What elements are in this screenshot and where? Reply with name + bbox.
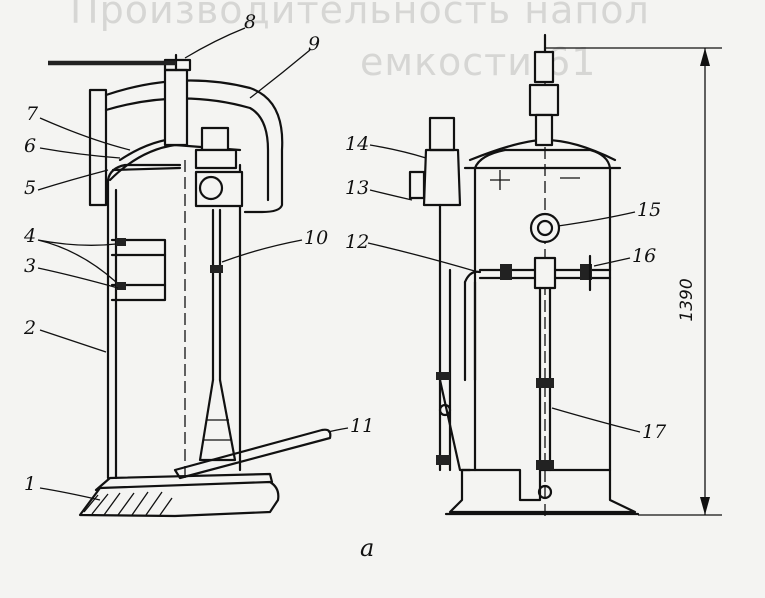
callout-6: 6 bbox=[24, 135, 36, 157]
callout-7: 7 bbox=[26, 103, 39, 125]
right-view: 1390 bbox=[408, 33, 722, 520]
callout-labels: 1 2 3 4 5 6 7 8 9 10 11 12 13 14 15 16 1… bbox=[23, 11, 667, 495]
right-sight-glass bbox=[436, 230, 482, 472]
dimension-line: 1390 bbox=[545, 47, 722, 516]
dimension-label: 1390 bbox=[677, 278, 697, 321]
callout-8: 8 bbox=[244, 11, 256, 33]
callout-4: 4 bbox=[23, 225, 36, 247]
callout-10: 10 bbox=[304, 227, 328, 249]
right-pipes bbox=[478, 254, 612, 500]
left-lid bbox=[48, 53, 284, 214]
callout-16: 16 bbox=[632, 245, 656, 267]
left-view bbox=[48, 53, 332, 518]
left-pump bbox=[173, 208, 332, 480]
callout-14: 14 bbox=[345, 133, 369, 155]
right-safety-valve bbox=[408, 116, 462, 234]
left-base bbox=[78, 472, 280, 518]
right-base bbox=[444, 468, 640, 516]
background-text-line-2: емкости 61 bbox=[360, 40, 597, 84]
figure-caption: а bbox=[360, 534, 374, 562]
callout-3: 3 bbox=[24, 255, 36, 277]
callout-12: 12 bbox=[345, 231, 369, 253]
background-text-line-1: Производительность напол bbox=[70, 0, 650, 32]
callout-1: 1 bbox=[24, 473, 36, 495]
callout-15: 15 bbox=[637, 199, 661, 221]
callout-11: 11 bbox=[350, 415, 374, 437]
leader-lines bbox=[37, 27, 641, 501]
right-gauge bbox=[529, 212, 561, 244]
callout-13: 13 bbox=[345, 177, 369, 199]
callout-17: 17 bbox=[642, 421, 667, 443]
right-top-valve bbox=[528, 33, 560, 147]
left-valve bbox=[194, 126, 244, 208]
callout-2: 2 bbox=[23, 317, 36, 339]
callout-5: 5 bbox=[24, 177, 36, 199]
callout-9: 9 bbox=[308, 33, 320, 55]
